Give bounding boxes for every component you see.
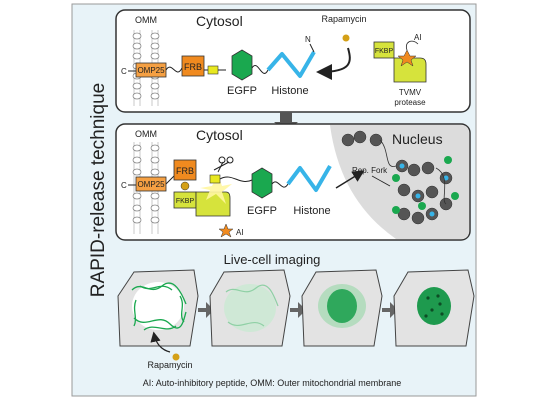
fkbp-domain <box>373 41 395 59</box>
rapamycin-label-cell: Rapamycin <box>147 360 192 370</box>
omp25-label-mid: OMP25 <box>137 180 165 189</box>
egfp-label-mid: EGFP <box>247 205 277 217</box>
cytosol-label-mid: Cytosol <box>196 127 243 143</box>
frb-label-mid: FRB <box>176 166 194 176</box>
ai-star-icon-mid <box>218 223 234 238</box>
panel-top: OMM Cytosol C OMP25 FRB EGFP Histone N R… <box>115 9 471 113</box>
frb-domain <box>181 55 205 77</box>
omm-label: OMM <box>135 15 157 25</box>
rapamycin-bound <box>180 181 190 191</box>
histone-domain <box>266 50 316 78</box>
histone-label-mid: Histone <box>293 205 330 217</box>
binding-arrow <box>316 47 351 80</box>
footer-caption: AI: Auto-inhibitory peptide, OMM: Outer … <box>143 378 402 388</box>
rapamycin-dot-cell <box>172 353 180 361</box>
cell-3 <box>301 269 383 347</box>
live-imaging-title: Live-cell imaging <box>224 252 321 267</box>
cleavage-site-mid <box>209 174 221 184</box>
protease-label-1: TVMV <box>399 88 422 97</box>
cleavage-glow <box>200 174 232 204</box>
omm-membrane-mid <box>132 142 160 234</box>
import-arrow <box>335 170 365 189</box>
rep-fork-label: Rep. Fork <box>352 166 388 175</box>
ai-label: AI <box>414 33 422 42</box>
egfp-label: EGFP <box>227 85 257 97</box>
fkbp-label: FKBP <box>375 48 394 55</box>
cytosol-label: Cytosol <box>196 13 243 29</box>
side-title: RAPID-release technique <box>88 83 109 297</box>
frb-domain-mid <box>173 159 197 181</box>
c-terminus-label: C <box>121 67 127 76</box>
panel-middle: Nucleus Rep. Fork OMM Cytosol <box>115 123 471 241</box>
omp25-label: OMP25 <box>137 66 165 75</box>
ai-star-icon <box>397 49 417 67</box>
ai-label-mid: AI <box>236 228 244 237</box>
cell-4 <box>393 269 475 347</box>
fkbp-label-mid: FKBP <box>176 198 195 205</box>
egfp-domain-mid <box>251 167 273 199</box>
egfp-domain <box>231 49 253 81</box>
protease-label-2: protease <box>394 98 426 107</box>
scissors-icon <box>213 156 234 173</box>
frb-label: FRB <box>184 62 202 72</box>
cleavage-site <box>207 65 219 75</box>
histone-domain-mid <box>286 164 332 192</box>
omm-label-mid: OMM <box>135 129 157 139</box>
cell-1: Rapamycin <box>117 269 199 370</box>
n-terminus-label: N <box>305 35 311 44</box>
cell-2 <box>209 269 291 347</box>
nucleus-label: Nucleus <box>392 131 443 147</box>
rapamycin-molecule <box>342 34 350 42</box>
rapamycin-label: Rapamycin <box>321 14 366 24</box>
c-terminus-label-mid: C <box>121 181 127 190</box>
histone-label: Histone <box>271 85 308 97</box>
